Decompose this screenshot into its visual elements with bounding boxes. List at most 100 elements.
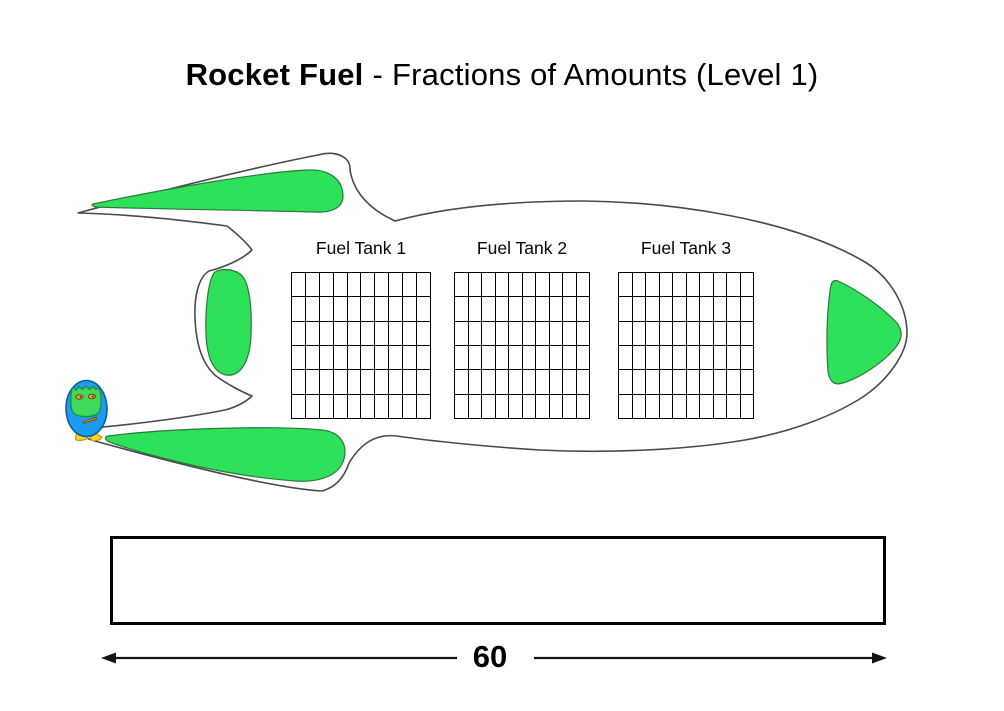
fuel-cell[interactable] (389, 321, 404, 346)
fuel-cell[interactable] (482, 297, 496, 322)
fuel-cell[interactable] (468, 394, 482, 419)
fuel-cell[interactable] (619, 297, 633, 322)
fuel-cell[interactable] (509, 370, 523, 395)
fuel-cell[interactable] (292, 370, 306, 395)
fuel-cell[interactable] (740, 370, 754, 395)
fuel-cell[interactable] (375, 297, 390, 322)
fuel-cell[interactable] (632, 273, 646, 298)
fuel-cell[interactable] (619, 273, 633, 298)
fuel-cell[interactable] (632, 394, 646, 419)
fuel-cell[interactable] (319, 346, 334, 371)
fuel-cell[interactable] (713, 297, 727, 322)
fuel-cell[interactable] (361, 346, 376, 371)
fuel-cell[interactable] (495, 370, 509, 395)
fuel-cell[interactable] (361, 321, 376, 346)
fuel-cell[interactable] (305, 321, 320, 346)
fuel-cell[interactable] (549, 321, 563, 346)
fuel-cell[interactable] (673, 273, 687, 298)
fuel-tank-2-grid[interactable] (454, 272, 590, 419)
fuel-cell[interactable] (686, 394, 700, 419)
fuel-cell[interactable] (361, 370, 376, 395)
fuel-cell[interactable] (375, 321, 390, 346)
fuel-cell[interactable] (403, 346, 418, 371)
fuel-cell[interactable] (305, 394, 320, 419)
fuel-cell[interactable] (646, 370, 660, 395)
fuel-cell[interactable] (509, 321, 523, 346)
fuel-cell[interactable] (333, 297, 348, 322)
fuel-cell[interactable] (659, 346, 673, 371)
fuel-cell[interactable] (673, 394, 687, 419)
fuel-cell[interactable] (509, 394, 523, 419)
fuel-cell[interactable] (700, 394, 714, 419)
fuel-cell[interactable] (495, 273, 509, 298)
fuel-cell[interactable] (347, 394, 362, 419)
fuel-cell[interactable] (305, 370, 320, 395)
fuel-cell[interactable] (509, 273, 523, 298)
fuel-cell[interactable] (417, 346, 431, 371)
fuel-cell[interactable] (347, 273, 362, 298)
fuel-cell[interactable] (713, 370, 727, 395)
fuel-cell[interactable] (417, 370, 431, 395)
fuel-cell[interactable] (576, 394, 590, 419)
fuel-cell[interactable] (495, 346, 509, 371)
fuel-cell[interactable] (727, 346, 741, 371)
fuel-cell[interactable] (619, 321, 633, 346)
fuel-cell[interactable] (713, 321, 727, 346)
fuel-cell[interactable] (673, 370, 687, 395)
fuel-cell[interactable] (455, 346, 469, 371)
fuel-cell[interactable] (495, 321, 509, 346)
fuel-cell[interactable] (686, 321, 700, 346)
fuel-tank-1-grid[interactable] (291, 272, 431, 419)
fuel-cell[interactable] (468, 297, 482, 322)
fuel-cell[interactable] (536, 394, 550, 419)
fuel-cell[interactable] (417, 394, 431, 419)
fuel-cell[interactable] (333, 273, 348, 298)
fuel-cell[interactable] (659, 370, 673, 395)
fuel-cell[interactable] (713, 394, 727, 419)
fuel-cell[interactable] (455, 370, 469, 395)
fuel-cell[interactable] (455, 394, 469, 419)
fuel-cell[interactable] (333, 370, 348, 395)
fuel-cell[interactable] (417, 297, 431, 322)
fuel-cell[interactable] (319, 321, 334, 346)
fuel-cell[interactable] (576, 370, 590, 395)
fuel-cell[interactable] (347, 346, 362, 371)
fuel-cell[interactable] (468, 273, 482, 298)
fuel-cell[interactable] (522, 370, 536, 395)
fuel-cell[interactable] (576, 297, 590, 322)
fuel-cell[interactable] (375, 394, 390, 419)
fuel-cell[interactable] (403, 297, 418, 322)
fuel-cell[interactable] (646, 297, 660, 322)
fuel-cell[interactable] (576, 346, 590, 371)
fuel-cell[interactable] (305, 273, 320, 298)
fuel-cell[interactable] (727, 297, 741, 322)
fuel-cell[interactable] (347, 297, 362, 322)
fuel-cell[interactable] (727, 394, 741, 419)
fuel-cell[interactable] (646, 273, 660, 298)
fuel-cell[interactable] (659, 297, 673, 322)
fuel-cell[interactable] (536, 346, 550, 371)
fuel-cell[interactable] (659, 394, 673, 419)
fuel-cell[interactable] (727, 321, 741, 346)
fuel-cell[interactable] (713, 346, 727, 371)
fuel-cell[interactable] (292, 346, 306, 371)
fuel-cell[interactable] (375, 370, 390, 395)
fuel-cell[interactable] (403, 370, 418, 395)
fuel-cell[interactable] (632, 346, 646, 371)
fuel-cell[interactable] (536, 370, 550, 395)
fuel-cell[interactable] (632, 370, 646, 395)
fuel-cell[interactable] (455, 297, 469, 322)
fuel-cell[interactable] (713, 273, 727, 298)
fuel-cell[interactable] (403, 321, 418, 346)
fuel-cell[interactable] (522, 346, 536, 371)
fuel-cell[interactable] (389, 273, 404, 298)
fuel-cell[interactable] (495, 297, 509, 322)
fuel-cell[interactable] (700, 346, 714, 371)
fuel-cell[interactable] (417, 321, 431, 346)
fuel-cell[interactable] (292, 394, 306, 419)
fuel-tank-3-grid[interactable] (618, 272, 754, 419)
fuel-cell[interactable] (659, 321, 673, 346)
fuel-cell[interactable] (522, 273, 536, 298)
fuel-cell[interactable] (563, 297, 577, 322)
fuel-cell[interactable] (389, 297, 404, 322)
